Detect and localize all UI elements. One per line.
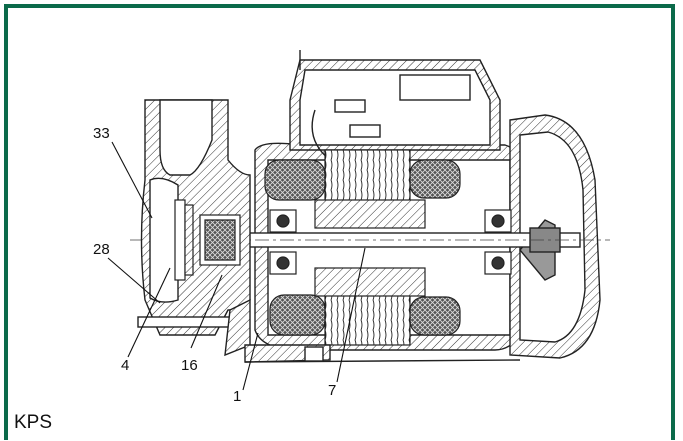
callout-7: 7 [328,382,337,399]
pump-body [137,99,251,357]
shaft [130,227,610,253]
stator-windings [264,149,461,346]
figure-frame [4,4,675,440]
base-foot [244,344,521,363]
mechanical-seal [174,199,241,281]
model-label: KPS [14,412,53,433]
callout-leaders [107,141,366,391]
callout-16: 16 [181,357,198,374]
bearings [269,209,512,275]
callout-28: 28 [93,241,110,258]
callout-1: 1 [233,388,242,405]
callout-33: 33 [93,125,110,142]
callout-4: 4 [121,357,130,374]
terminal-box [289,50,501,161]
